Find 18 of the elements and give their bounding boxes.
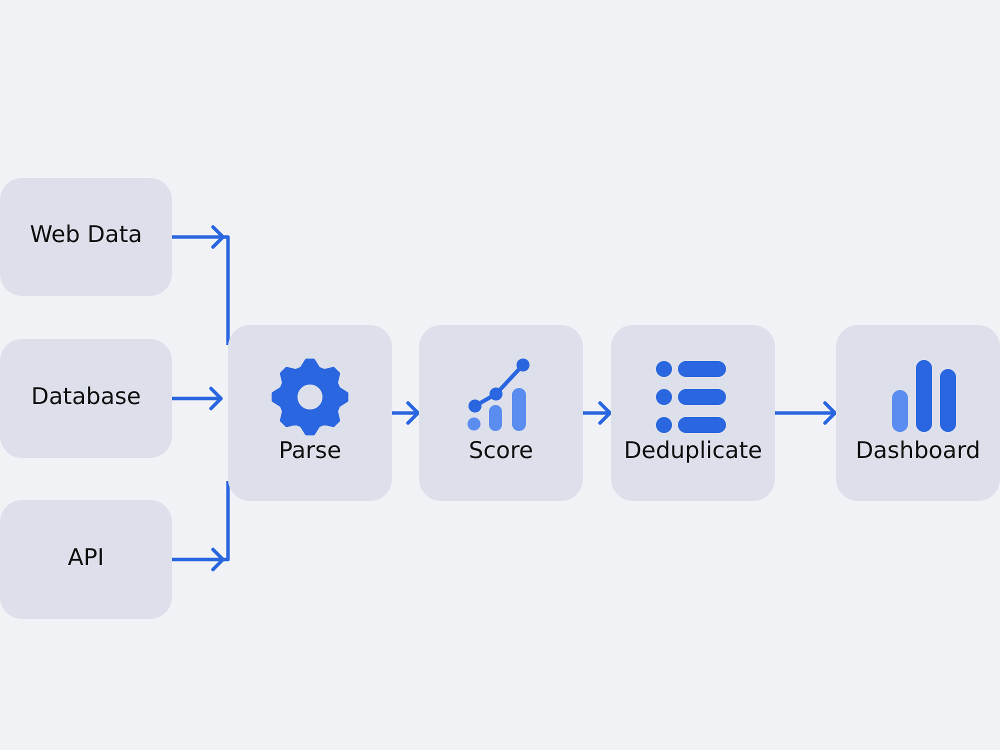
node-label: API (66, 544, 106, 570)
arrow (392, 401, 420, 425)
node-label: Web Data (28, 222, 144, 248)
source-box (0, 178, 172, 296)
source-box (0, 339, 172, 458)
step-card (611, 325, 775, 501)
source-box (0, 500, 172, 619)
node-label: Score (468, 438, 534, 464)
arrow (775, 401, 837, 425)
node-label: Deduplicate (622, 438, 764, 464)
step-card (419, 325, 583, 501)
step-card (836, 325, 1000, 501)
arrow (172, 386, 223, 410)
node-label: Parse (278, 438, 342, 464)
node-label: Dashboard (854, 438, 982, 464)
step-card (228, 325, 392, 501)
arrow (583, 401, 612, 425)
node-label: Database (30, 384, 142, 410)
